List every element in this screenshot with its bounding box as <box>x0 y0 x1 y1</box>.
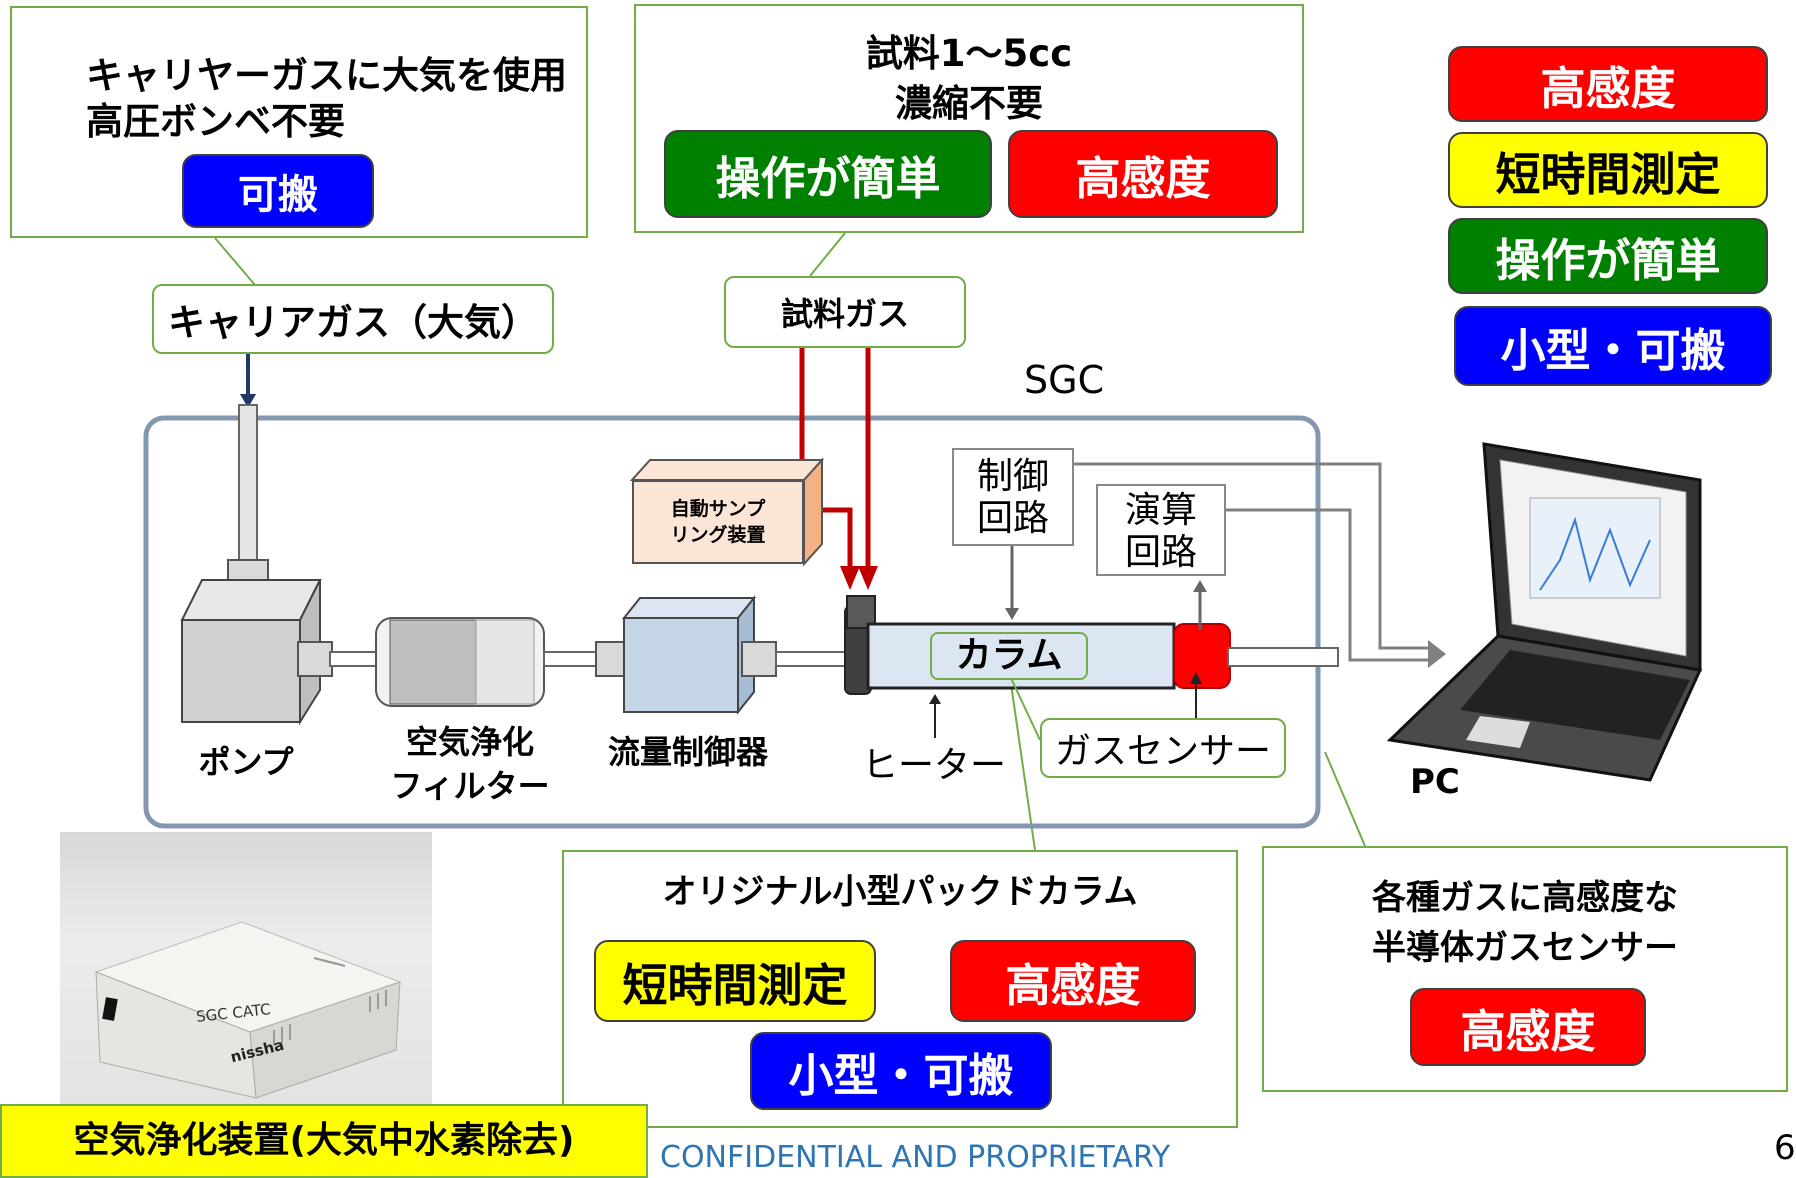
gas-sensor-label: ガスセンサー <box>1040 718 1286 778</box>
column-label: カラム <box>930 632 1088 680</box>
filter-line-2: フィルター <box>390 767 550 805</box>
calc-line-2: 回路 <box>1124 532 1197 573</box>
calc-circuit: 演算 回路 <box>1096 484 1226 576</box>
filter-label: 空気浄化 フィルター <box>370 720 570 808</box>
sample-gas-label: 試料ガス <box>724 276 966 348</box>
sensor-high-sensitivity-badge: 高感度 <box>1410 988 1646 1066</box>
sensor-line-2: 半導体ガスセンサー <box>1372 928 1678 968</box>
sensor-callout: 各種ガスに高感度な 半導体ガスセンサー 高感度 <box>1262 846 1788 1092</box>
column-callout: オリジナル小型パックドカラム 短時間測定 高感度 小型・可搬 <box>562 850 1238 1128</box>
page-number: 6 <box>1774 1128 1796 1168</box>
carrier-gas-label: キャリアガス（大気） <box>152 284 554 354</box>
easy-operation-badge: 操作が簡単 <box>664 130 992 218</box>
feature-easy-operation: 操作が簡単 <box>1448 218 1768 294</box>
sample-callout: 試料1～5cc 濃縮不要 操作が簡単 高感度 <box>634 4 1304 233</box>
callout-line-1: 試料1～5cc <box>865 32 1073 75</box>
column-short-time-badge: 短時間測定 <box>594 940 876 1022</box>
control-line-1: 制御 <box>976 456 1049 497</box>
auto-sampler-line-1: 自動サンプ <box>670 498 766 520</box>
device-photo: SGC CATC nissha <box>60 832 432 1104</box>
auto-sampler-line-2: リング装置 <box>670 524 766 546</box>
column-high-sensitivity-badge: 高感度 <box>950 940 1196 1022</box>
calc-line-1: 演算 <box>1124 490 1197 531</box>
sgc-label: SGC <box>1024 358 1105 402</box>
feature-high-sensitivity: 高感度 <box>1448 46 1768 122</box>
callout-line-2: 高圧ボンベ不要 <box>86 100 345 143</box>
control-line-2: 回路 <box>976 498 1049 539</box>
column-compact-badge: 小型・可搬 <box>750 1032 1052 1110</box>
carrier-gas-callout: キャリヤーガスに大気を使用 高圧ボンベ不要 可搬 <box>10 6 588 238</box>
laptop-icon <box>1386 442 1703 782</box>
auto-sampler: 自動サンプ リング装置 <box>632 480 804 564</box>
sensor-line-1: 各種ガスに高感度な <box>1372 878 1678 918</box>
pc-label: PC <box>1410 762 1460 802</box>
heater-label: ヒーター <box>862 745 1007 786</box>
flow-controller-label: 流量制御器 <box>607 733 768 771</box>
confidential-footer: CONFIDENTIAL AND PROPRIETARY <box>660 1140 1171 1175</box>
column-callout-title: オリジナル小型パックドカラム <box>662 872 1138 912</box>
pump-label: ポンプ <box>198 743 294 781</box>
portable-badge: 可搬 <box>182 154 374 228</box>
feature-compact-portable: 小型・可搬 <box>1454 306 1772 386</box>
filter-line-1: 空気浄化 <box>405 723 534 761</box>
device-box-icon <box>94 921 402 1099</box>
callout-line-1: キャリヤーガスに大気を使用 <box>86 54 567 97</box>
callout-line-2: 濃縮不要 <box>895 82 1043 125</box>
high-sensitivity-badge: 高感度 <box>1008 130 1278 218</box>
photo-caption: 空気浄化装置(大気中水素除去) <box>0 1104 648 1178</box>
feature-short-time: 短時間測定 <box>1448 132 1768 208</box>
control-circuit: 制御 回路 <box>952 448 1074 546</box>
